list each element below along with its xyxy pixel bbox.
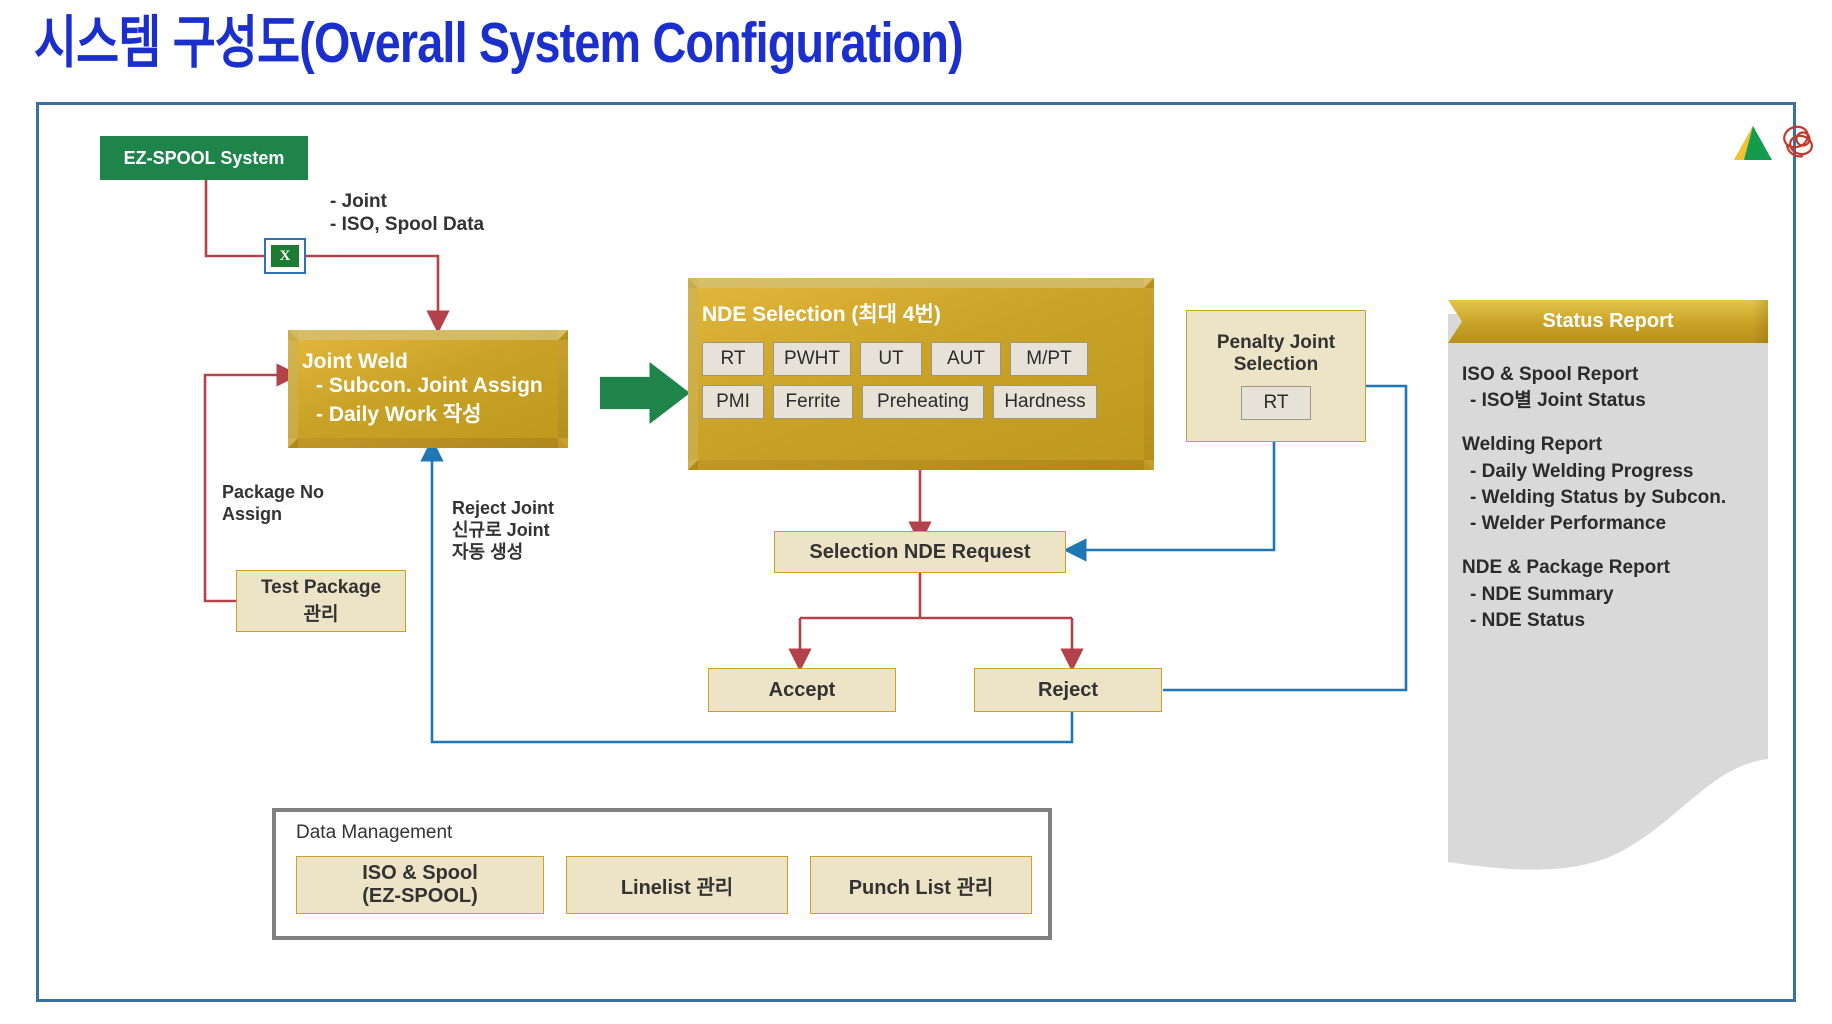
nde-tag-rt[interactable]: RT <box>702 342 764 376</box>
dm-button-punch-list[interactable]: Punch List 관리 <box>810 856 1032 914</box>
nde-tag-preheating[interactable]: Preheating <box>862 385 984 419</box>
node-label: Reject <box>1037 678 1099 701</box>
dm-button-linelist[interactable]: Linelist 관리 <box>566 856 788 914</box>
status-report-title: Status Report <box>1542 310 1674 332</box>
penalty-line-2: Selection <box>1233 354 1319 375</box>
dm-button-line-1: Punch List 관리 <box>848 876 994 899</box>
node-reject[interactable]: Reject <box>974 668 1162 712</box>
nde-tag-hardness[interactable]: Hardness <box>993 385 1097 419</box>
report-item[interactable]: - ISO별 Joint Status <box>1470 390 1646 412</box>
page-title: 시스템 구성도(Overall System Configuration) <box>34 11 964 75</box>
node-accept[interactable]: Accept <box>708 668 896 712</box>
dm-button-line-2: (EZ-SPOOL) <box>362 885 478 907</box>
penalty-tag-rt[interactable]: RT <box>1241 386 1311 420</box>
test-package-line-1: Test Package <box>260 576 382 598</box>
nde-tag-pmi[interactable]: PMI <box>702 385 764 419</box>
nde-selection-heading: NDE Selection (최대 4번) <box>702 303 941 326</box>
edge-label-package-no-assign: Package No Assign <box>222 482 325 524</box>
report-group: NDE & Package Report - NDE Summary - NDE… <box>1462 555 1762 634</box>
report-item[interactable]: - Welding Status by Subcon. <box>1470 486 1727 508</box>
nde-tag-ferrite[interactable]: Ferrite <box>773 385 853 419</box>
penalty-line-1: Penalty Joint <box>1216 332 1336 353</box>
triangle-logo-icon <box>1734 126 1772 160</box>
node-test-package[interactable]: Test Package 관리 <box>236 570 406 632</box>
node-joint-weld[interactable]: Joint Weld - Subcon. Joint Assign - Dail… <box>288 330 568 448</box>
dm-button-line-1: ISO & Spool <box>362 862 478 884</box>
edge-label-reject-joint: Reject Joint 신규로 Joint 자동 생성 <box>452 498 555 562</box>
edge-label-data-feed: - Joint - ISO, Spool Data <box>330 191 485 236</box>
report-sheet-shape <box>1448 314 1768 870</box>
report-item[interactable]: - Welder Performance <box>1470 513 1667 535</box>
report-group-title: NDE & Package Report <box>1462 557 1671 579</box>
joint-weld-line-1: - Subcon. Joint Assign <box>316 374 543 397</box>
data-management-title: Data Management <box>296 822 453 843</box>
node-selection-nde-request[interactable]: Selection NDE Request <box>774 531 1066 573</box>
report-group: ISO & Spool Report - ISO별 Joint Status <box>1462 362 1762 414</box>
test-package-line-2: 관리 <box>303 603 339 625</box>
status-report-panel: Status Report ISO & Spool Report - ISO별 … <box>1448 300 1768 870</box>
nde-tag-ut[interactable]: UT <box>860 342 922 376</box>
data-management-panel: Data Management ISO & Spool (EZ-SPOOL) L… <box>272 808 1052 940</box>
report-group-title: ISO & Spool Report <box>1462 364 1639 385</box>
status-report-list: ISO & Spool Report - ISO별 Joint Status W… <box>1462 362 1762 652</box>
node-label: Selection NDE Request <box>809 540 1031 563</box>
node-nde-selection[interactable]: NDE Selection (최대 4번) RT PWHT UT AUT M/P… <box>688 278 1154 470</box>
nde-tag-mpt[interactable]: M/PT <box>1010 342 1088 376</box>
node-penalty-joint-selection[interactable]: Penalty Joint Selection RT <box>1186 310 1366 442</box>
swirl-logo-icon <box>1783 125 1813 158</box>
report-group: Welding Report - Daily Welding Progress … <box>1462 432 1762 537</box>
report-group-title: Welding Report <box>1462 434 1603 456</box>
dm-button-line-1: Linelist 관리 <box>620 876 734 899</box>
report-item[interactable]: - Daily Welding Progress <box>1470 460 1694 482</box>
node-ez-spool-system[interactable]: EZ-SPOOL System <box>100 136 308 180</box>
joint-weld-line-2: - Daily Work 작성 <box>316 403 482 426</box>
node-label: Accept <box>768 678 836 701</box>
nde-tag-aut[interactable]: AUT <box>931 342 1001 376</box>
joint-weld-heading: Joint Weld <box>302 350 408 373</box>
nde-tag-pwht[interactable]: PWHT <box>773 342 851 376</box>
node-label: EZ-SPOOL System <box>123 147 285 168</box>
excel-file-icon[interactable]: X <box>264 238 306 274</box>
report-item[interactable]: - NDE Summary <box>1470 583 1614 605</box>
status-report-header: Status Report <box>1448 300 1768 343</box>
dm-button-iso-spool[interactable]: ISO & Spool (EZ-SPOOL) <box>296 856 544 914</box>
report-item[interactable]: - NDE Status <box>1470 609 1586 631</box>
